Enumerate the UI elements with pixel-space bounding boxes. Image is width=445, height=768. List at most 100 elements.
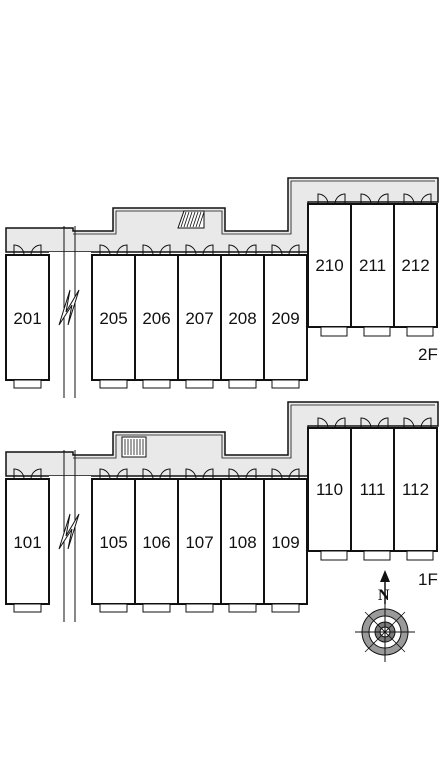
staircase-icon [121,436,147,458]
unit-outline [5,478,50,605]
unit-outline [134,478,179,605]
balcony [363,550,391,561]
door-icon [30,244,42,256]
unit-206: 206 [134,244,179,389]
unit-207: 207 [177,244,222,389]
door-icon [99,468,111,480]
unit-106: 106 [134,468,179,613]
door-icon [13,468,25,480]
door-icon [99,244,111,256]
door-icon [159,244,171,256]
door-icon [185,468,197,480]
unit-label: 201 [13,309,41,328]
door-icon [245,244,257,256]
balcony [185,603,214,613]
door-icon [116,468,128,480]
unit-label: 208 [228,309,256,328]
door-icon [420,193,432,205]
unit-109: 109 [263,468,308,613]
staircase-icon [177,210,205,229]
door-icon [377,193,389,205]
door-icon [403,193,415,205]
door-icon [159,468,171,480]
unit-label: 106 [142,533,170,552]
door-icon [142,468,154,480]
floor-1f: 101 105 106 107 108 109 110 111 112 [5,401,439,622]
corridor-parapet [73,180,435,235]
door-icon [202,468,214,480]
unit-label: 107 [185,533,213,552]
break-symbol [49,226,91,398]
door-icon [334,417,346,429]
door-icon [360,193,372,205]
unit-label: 205 [99,309,127,328]
floor-label-2f: 2F [418,345,438,364]
door-icon [142,244,154,256]
door-icon [30,468,42,480]
unit-205: 205 [91,244,136,389]
unit-outline [91,478,136,605]
unit-outline [220,254,265,381]
unit-label: 212 [401,256,429,275]
unit-label: 108 [228,533,256,552]
unit-201: 201 [5,244,50,389]
balcony [228,379,257,389]
door-icon [185,244,197,256]
compass-diag [364,611,406,653]
unit-212: 212 [393,193,438,337]
floor-2f: 201 205 206 207 208 209 210 211 212 [5,177,439,398]
unit-label: 112 [402,480,429,499]
balcony [99,379,128,389]
unit-101: 101 [5,468,50,613]
floor-label-1f: 1F [418,570,438,589]
balcony [271,379,300,389]
compass-north-label: N [378,587,390,604]
unit-outline [220,478,265,605]
door-icon [245,468,257,480]
balcony [363,326,391,337]
door-icon [288,244,300,256]
unit-111: 111 [350,417,395,561]
unit-label: 109 [271,533,299,552]
balcony [271,603,300,613]
door-icon [288,468,300,480]
door-icon [360,417,372,429]
door-icon [334,193,346,205]
unit-209: 209 [263,244,308,389]
north-arrow-icon [380,570,390,582]
balcony [142,603,171,613]
door-icon [317,417,329,429]
balcony [320,326,348,337]
unit-110: 110 [307,417,352,561]
balcony [13,603,42,613]
door-icon [271,244,283,256]
door-icon [13,244,25,256]
unit-112: 112 [393,417,438,561]
unit-label: 101 [13,533,41,552]
unit-label: 211 [359,256,386,275]
corridor-parapet [73,404,435,459]
unit-108: 108 [220,468,265,613]
balcony [406,326,434,337]
unit-label: 210 [315,256,343,275]
unit-105: 105 [91,468,136,613]
unit-label: 209 [271,309,299,328]
balcony [228,603,257,613]
unit-label: 110 [316,480,343,499]
compass-rose-icon: N [355,570,415,662]
break-symbol [49,450,91,622]
unit-outline [263,254,308,381]
unit-label: 207 [185,309,213,328]
door-icon [420,417,432,429]
unit-outline [5,254,50,381]
unit-outline [307,427,352,552]
unit-label: 206 [142,309,170,328]
unit-label: 111 [360,480,386,499]
door-icon [228,468,240,480]
door-icon [271,468,283,480]
balcony [99,603,128,613]
door-icon [116,244,128,256]
balcony [320,550,348,561]
unit-label: 105 [99,533,127,552]
